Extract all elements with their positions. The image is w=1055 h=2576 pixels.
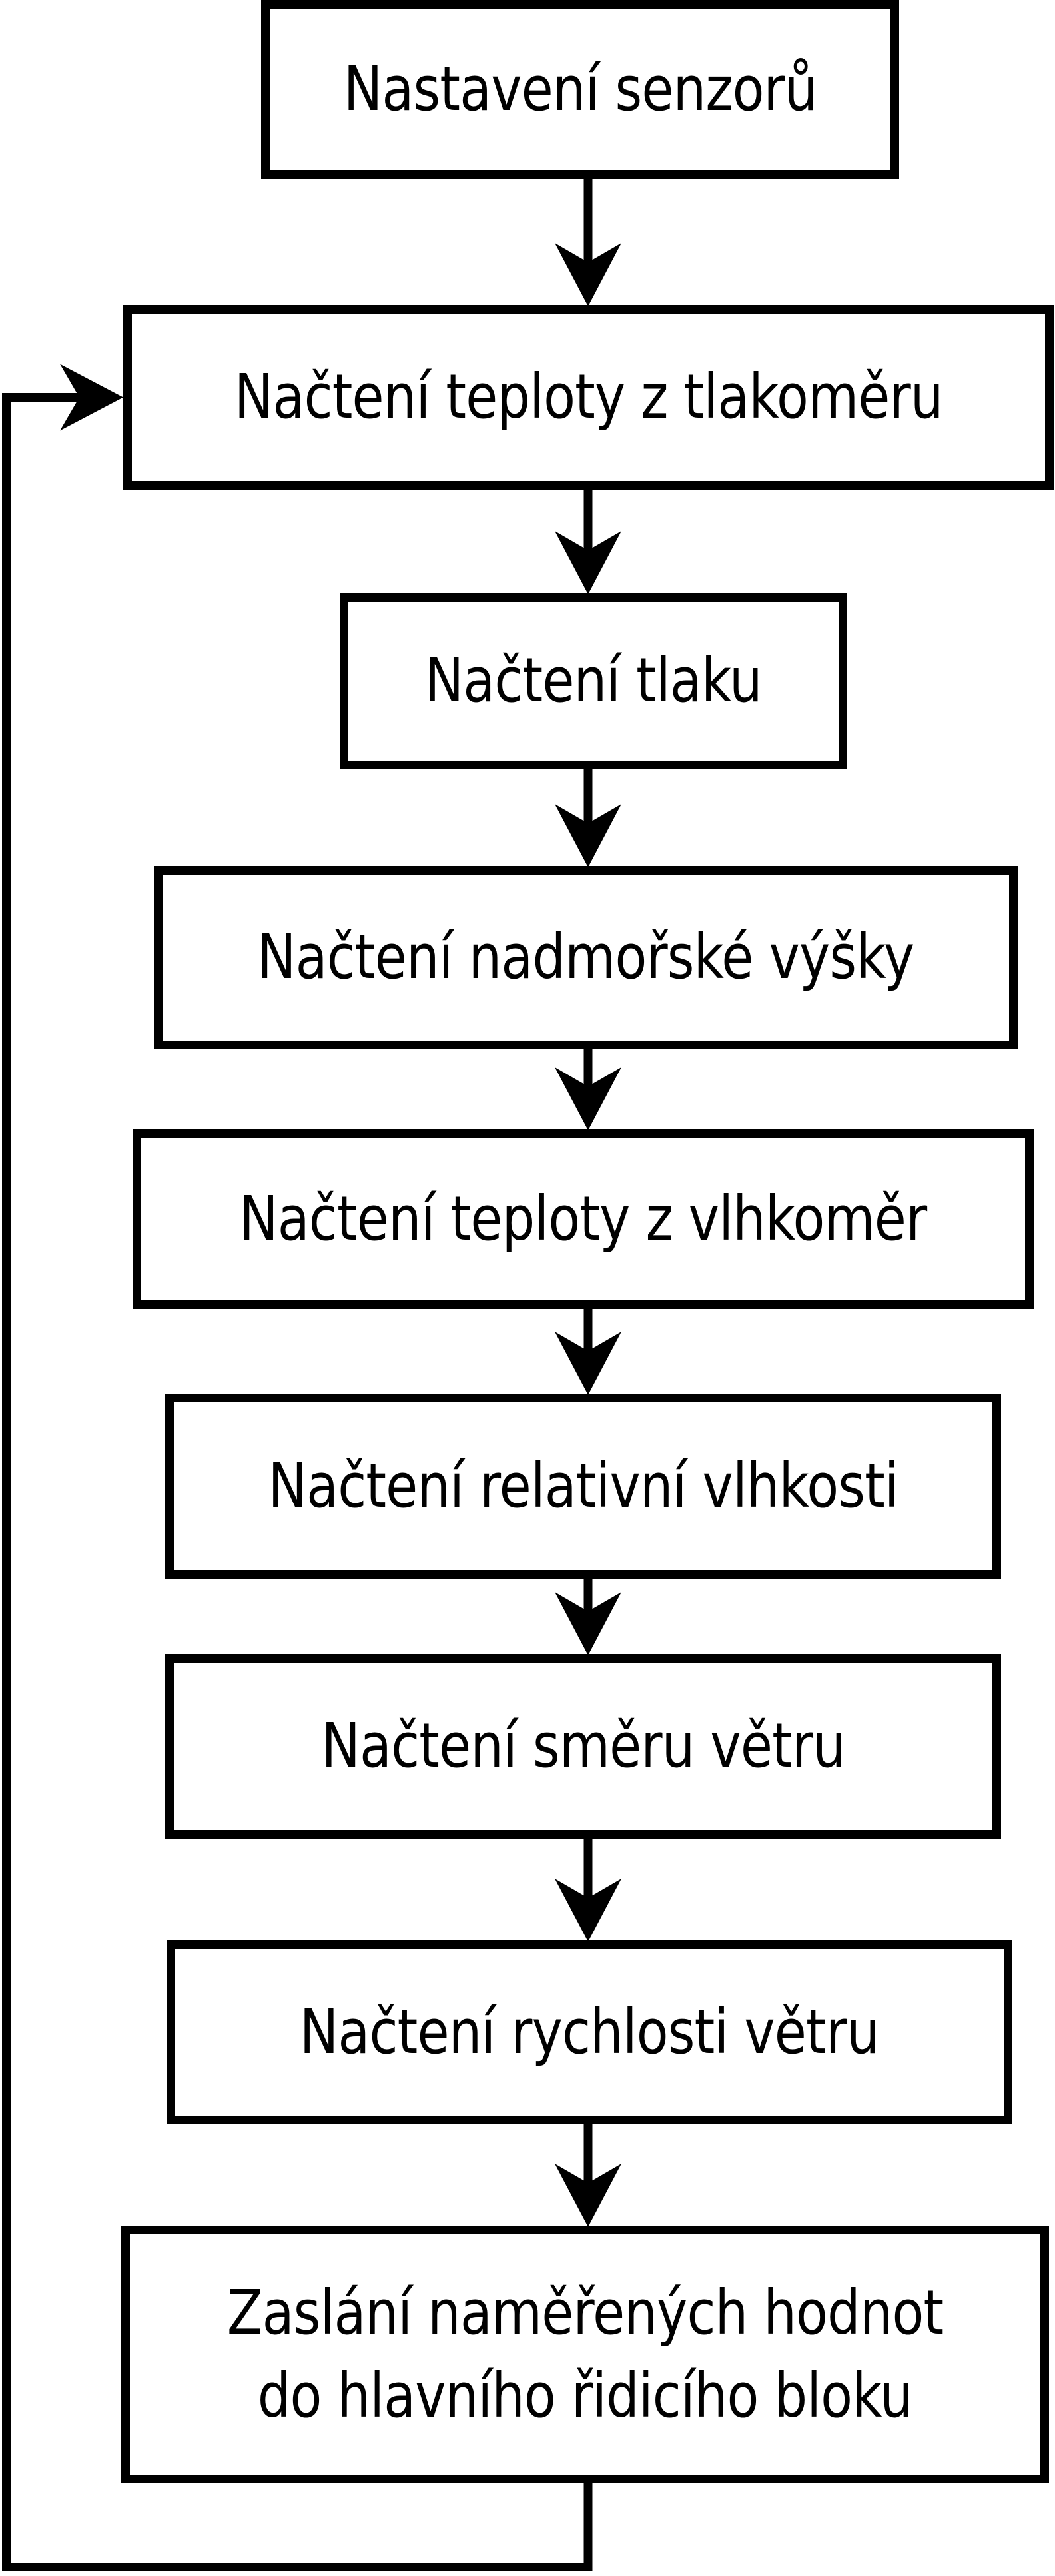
node-label: Načtení tlaku — [424, 645, 763, 717]
arrowhead-down-icon — [555, 1592, 621, 1655]
flow-node-nacteni-smeru-vetru: Načtení směru větru — [165, 1654, 1001, 1839]
arrowhead-down-icon — [555, 1067, 621, 1130]
arrow-n2-n3 — [555, 486, 621, 594]
arrow-n1-n2 — [555, 173, 621, 306]
arrow-n7-n8 — [555, 1835, 621, 1942]
node-label: Nastavení senzorů — [343, 53, 818, 125]
node-label-line-2: do hlavního řidicího bloku — [257, 2360, 913, 2431]
node-label: Načtení teploty z tlakoměru — [234, 361, 944, 433]
arrow-n3-n4 — [555, 765, 621, 867]
flow-node-nacteni-tlaku: Načtení tlaku — [340, 593, 847, 769]
node-label: Načtení nadmořské výšky — [257, 921, 914, 993]
node-label: Načtení rychlosti větru — [299, 1996, 880, 2068]
node-label: Načtení teploty z vlhkoměr — [239, 1182, 927, 1254]
arrow-n5-n6 — [555, 1305, 621, 1395]
arrowhead-down-icon — [555, 2164, 621, 2227]
arrow-n4-n5 — [555, 1045, 621, 1130]
node-label: Načtení relativní vlhkosti — [268, 1450, 898, 1521]
flow-node-nacteni-teploty-z-vlhkomer: Načtení teploty z vlhkoměr — [133, 1129, 1034, 1309]
flow-node-zaslani-namerenych-hodnot: Zaslání naměřených hodnot do hlavního ři… — [121, 2226, 1049, 2483]
flow-node-nastaveni-senzoru: Nastavení senzorů — [261, 0, 899, 179]
arrowhead-down-icon — [555, 531, 621, 594]
flow-node-nacteni-rychlosti-vetru: Načtení rychlosti větru — [167, 1940, 1012, 2124]
arrowhead-right-icon — [60, 364, 123, 431]
flow-node-nacteni-relativni-vlhkosti: Načtení relativní vlhkosti — [165, 1394, 1001, 1579]
arrow-n8-n9 — [555, 2120, 621, 2227]
arrowhead-down-icon — [555, 1332, 621, 1395]
arrowhead-down-icon — [555, 243, 621, 306]
loop-connector-n9-n2 — [2, 364, 593, 2571]
flow-node-nacteni-nadmorske-vysky: Načtení nadmořské výšky — [154, 866, 1018, 1049]
flow-node-nacteni-teploty-z-tlakomeru: Načtení teploty z tlakoměru — [123, 305, 1054, 490]
arrowhead-down-icon — [555, 1879, 621, 1942]
node-label-line-1: Zaslání naměřených hodnot — [226, 2277, 944, 2349]
arrow-n6-n7 — [555, 1575, 621, 1655]
arrowhead-down-icon — [555, 804, 621, 867]
node-label: Načtení směru větru — [321, 1710, 845, 1782]
